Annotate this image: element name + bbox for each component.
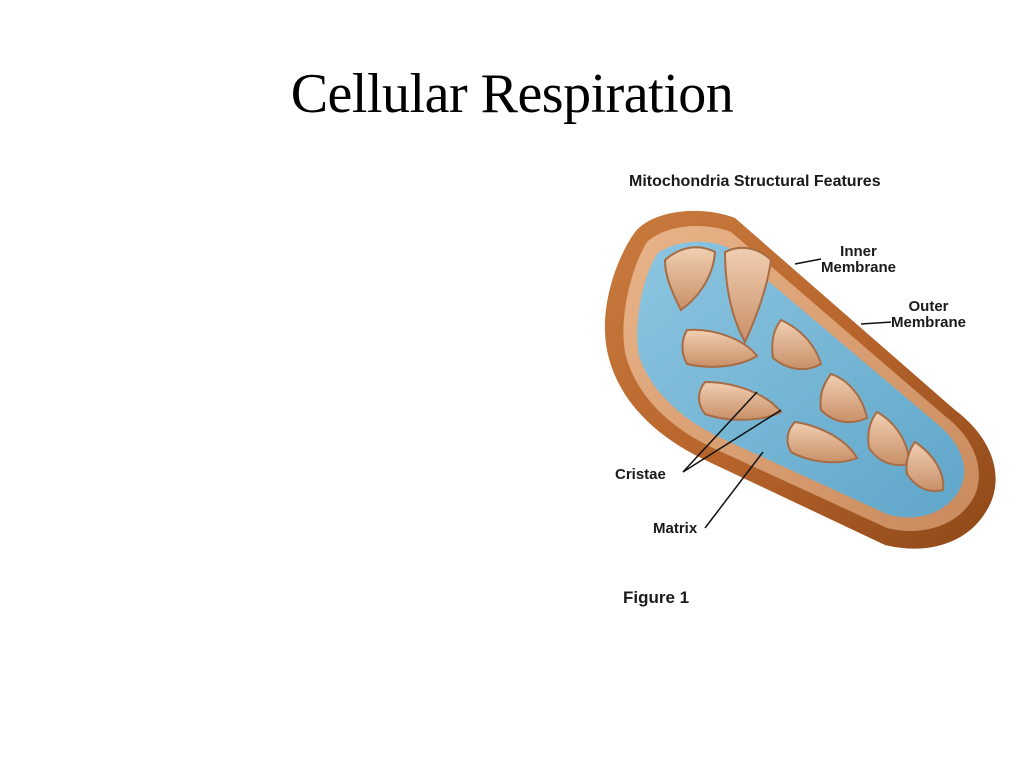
outer-membrane-label-line1: Outer [908,298,949,315]
matrix-label: Matrix [653,520,698,537]
inner-membrane-label-line1: Inner [840,243,877,260]
cristae-folds [663,246,945,492]
mitochondria-illustration [604,210,996,549]
leader-lines [682,258,892,529]
outer-membrane-label-line2: Membrane [891,314,967,331]
cristae-label: Cristae [615,466,666,483]
figure-caption: Figure 1 [623,588,690,607]
mitochondria-figure: Mitochondria Structural Features Inner M… [595,160,1015,620]
figure-heading: Mitochondria Structural Features [629,173,881,190]
outer-membrane-label: Outer Membrane [891,299,966,331]
inner-membrane-label-line2: Membrane [821,259,897,276]
inner-membrane-label: Inner Membrane [821,244,896,276]
slide-title: Cellular Respiration [290,63,734,125]
